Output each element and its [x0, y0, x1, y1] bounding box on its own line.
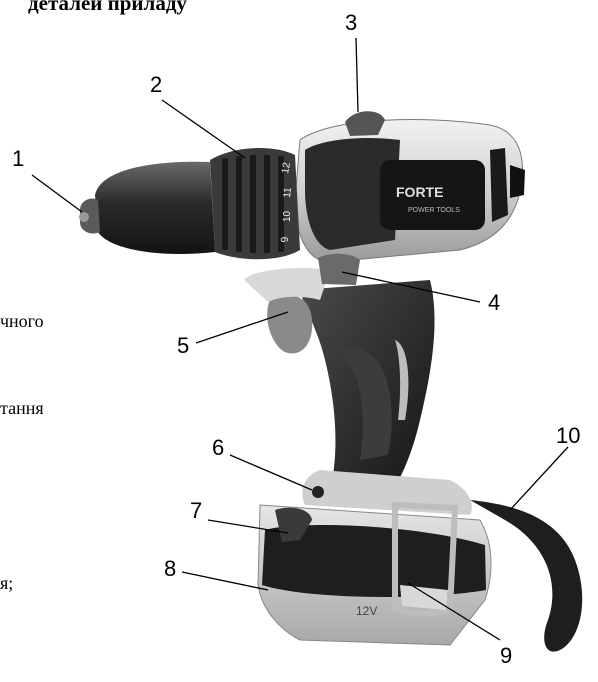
leader-line-7	[207, 519, 289, 534]
belt-clip-plate	[400, 585, 448, 610]
vent-slots	[490, 148, 508, 222]
torque-ring-ribs	[222, 155, 284, 253]
keyless-chuck	[95, 161, 215, 254]
brand-tagline: POWER TOOLS	[408, 207, 460, 214]
battery-band	[262, 525, 486, 597]
text-fragment: тання	[0, 398, 44, 418]
text-fragment: я;	[0, 573, 14, 593]
grip-insert	[395, 340, 409, 420]
battery-release-button	[275, 507, 312, 542]
battery-indicator	[312, 486, 324, 498]
callout-9: 9	[500, 643, 513, 668]
callout-5: 5	[177, 333, 190, 358]
callout-4: 4	[488, 290, 501, 315]
chuck-nose	[80, 198, 100, 234]
brand-logo-text: FORTE	[396, 184, 443, 200]
clutch-mark: 11	[282, 187, 294, 199]
callout-1: 1	[12, 146, 25, 171]
leader-line-1	[31, 174, 83, 213]
speed-switch	[318, 253, 360, 285]
clutch-mark: 12	[280, 161, 293, 174]
chuck-jaws	[79, 212, 89, 222]
callout-6: 6	[212, 435, 225, 460]
callout-8: 8	[164, 556, 177, 581]
logo-plate	[380, 160, 485, 230]
leader-line-2	[161, 99, 246, 159]
direction-switch	[345, 111, 385, 136]
leader-line-8	[181, 571, 269, 591]
leader-line-4	[341, 271, 481, 303]
section-heading: деталей приладу	[28, 0, 187, 15]
leader-line-10	[509, 446, 569, 511]
leader-line-9	[407, 582, 501, 641]
clutch-mark: 9	[280, 236, 291, 243]
callout-3: 3	[345, 10, 358, 35]
callout-10: 10	[556, 423, 581, 448]
battery-voltage-label: 12V	[356, 604, 377, 618]
trigger	[267, 295, 313, 354]
leader-line-5	[195, 311, 289, 344]
rear-cap	[510, 165, 525, 198]
housing-dark-panel	[305, 138, 400, 250]
wrist-strap	[470, 500, 583, 652]
clutch-mark: 10	[282, 210, 293, 222]
grip-texture	[340, 348, 392, 460]
text-fragment: чного	[0, 311, 44, 331]
belt-clip	[392, 501, 459, 617]
callout-7: 7	[190, 498, 203, 523]
leader-line-3	[355, 37, 359, 113]
callout-2: 2	[150, 72, 163, 97]
leader-line-6	[229, 454, 313, 491]
trigger-guard	[244, 268, 330, 302]
